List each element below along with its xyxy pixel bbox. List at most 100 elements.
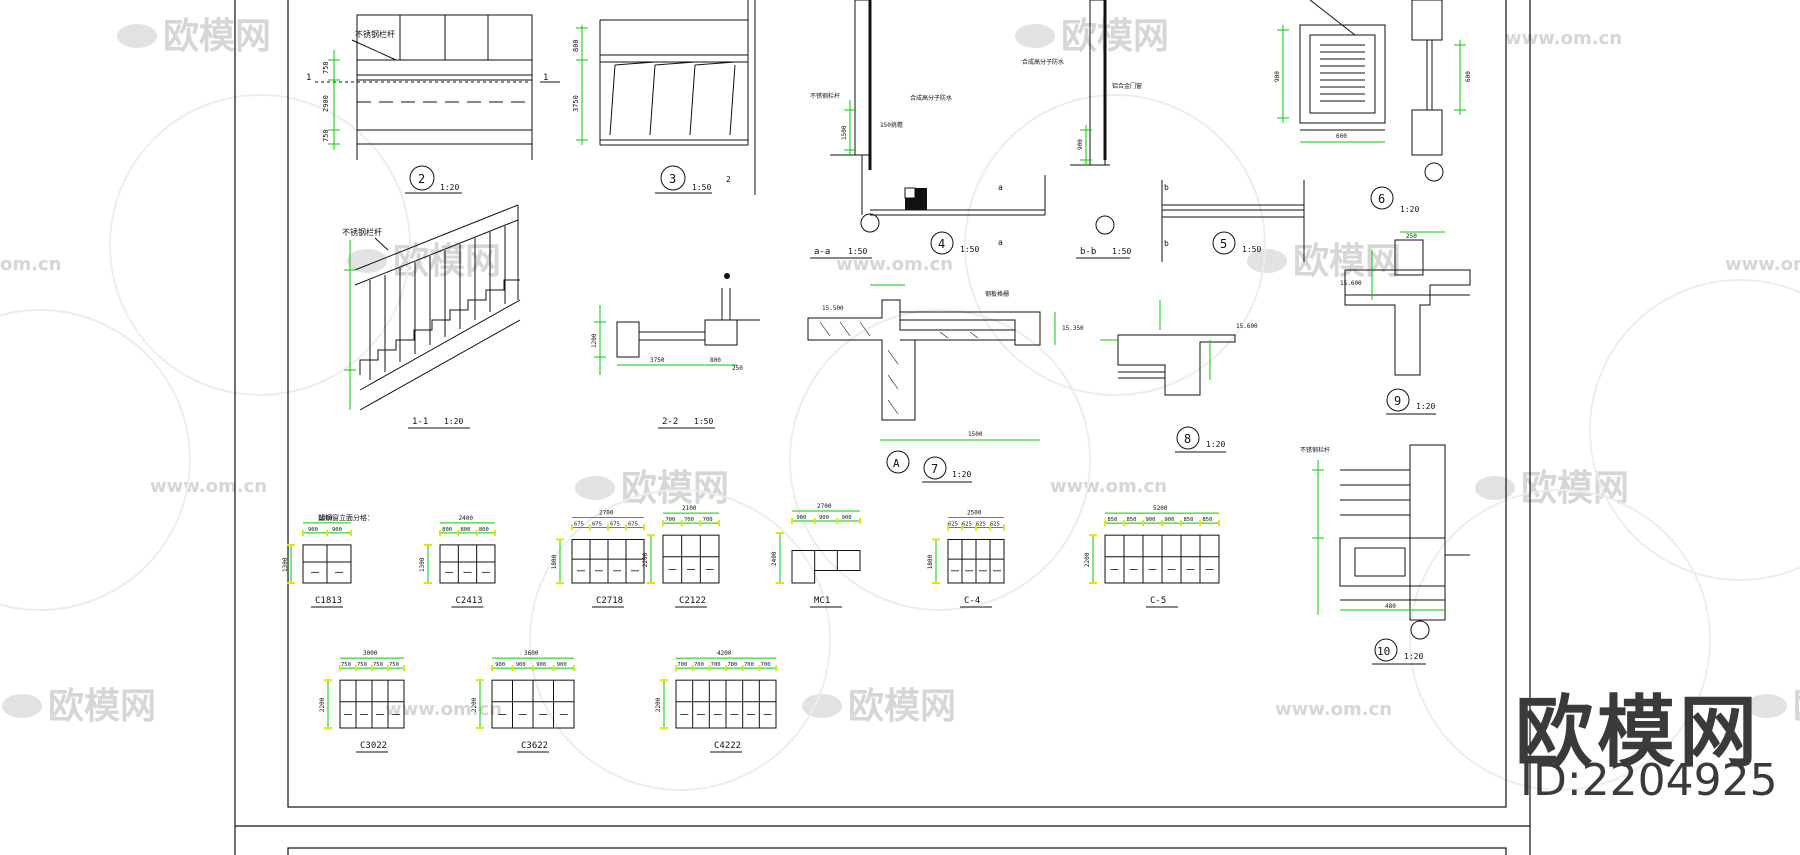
window-total-width: 5200 (1153, 505, 1168, 512)
detail-4-dim: 1500 (841, 125, 848, 140)
window-part-width: 675 (628, 522, 638, 528)
detail-1-1-scale: 1:20 (444, 417, 463, 426)
window-part-width: 900 (1165, 517, 1175, 523)
detail-3-window-elevation: 800 3750 3 1:50 2 (572, 0, 756, 195)
detail-5-scale: 1:50 (1242, 245, 1261, 254)
window-part-width: 900 (819, 515, 829, 521)
detail-8-number: 8 (1184, 432, 1191, 446)
window-part-width: 700 (665, 517, 675, 523)
detail-7-parapet: 15.500 15.350 1500 钢板格栅 A 7 1:20 (807, 284, 1084, 483)
detail-5-note-2: 铝合金门窗 (1112, 82, 1142, 90)
watermark-brand: 欧模网 (1475, 468, 1629, 509)
watermark-url: www.om.cn (1050, 476, 1167, 497)
detail-3-scale: 1:50 (692, 183, 711, 192)
detail-2-2-dim-1: 1200 (591, 333, 598, 348)
window-total-width: 2500 (967, 510, 982, 517)
window-name: C-5 (1150, 596, 1166, 606)
detail-4-section-aa: 合成高分子防水 不锈钢栏杆 150挑檐 1500 a a a-a 1:50 4 … (810, 0, 1046, 259)
detail-9-scale: 1:20 (1416, 402, 1435, 411)
window-part-width: 850 (1184, 517, 1194, 523)
detail-7-dim: 1500 (968, 431, 983, 438)
window-total-width: 2100 (682, 505, 697, 512)
svg-text:欧模网: 欧模网 (163, 16, 271, 57)
detail-2-railing-elevation: 不锈钢栏杆 1 1 750 2900 750 2 1:20 (306, 14, 560, 194)
watermark-arc (0, 309, 191, 611)
detail-2-cut-label-right: 1 (543, 73, 548, 83)
window-total-width: 2700 (599, 510, 614, 517)
watermark-brand: 欧模网 (802, 686, 956, 727)
detail-10-number: 10 (1377, 645, 1390, 658)
window-part-width: 750 (357, 662, 367, 668)
window-part-width: 900 (308, 527, 318, 533)
detail-4-axis-a: a (998, 183, 1003, 192)
svg-text:欧模网: 欧模网 (1293, 241, 1401, 282)
window-height: 2400 (771, 551, 778, 566)
detail-9-dim: 250 (1406, 233, 1417, 240)
detail-10-note: 不锈钢栏杆 (1300, 446, 1330, 454)
watermark-url: om.cn (0, 254, 61, 275)
detail-3-dim-2: 3750 (572, 95, 580, 112)
window-part-width: 625 (990, 522, 1000, 528)
detail-2-dim-2: 2900 (322, 95, 330, 112)
window-schedule-heading: 塑钢窗立面分格： (318, 513, 374, 522)
detail-2-note: 不锈钢栏杆 (355, 29, 395, 39)
detail-3-dim-1: 800 (572, 39, 580, 52)
window-height: 2200 (642, 552, 649, 567)
window-part-width: 900 (516, 662, 526, 668)
detail-6-dim-3: 600 (1465, 71, 1472, 82)
watermark-brand: 欧模网 (347, 241, 501, 282)
window-part-width: 800 (461, 527, 471, 533)
detail-4-note-3: 150挑檐 (880, 121, 903, 129)
window-name: C3622 (521, 741, 548, 751)
detail-4-axis-a2: a (998, 238, 1003, 247)
detail-7-note: 钢板格栅 (985, 290, 1009, 298)
watermark-brand: 欧模网 (117, 16, 271, 57)
detail-4-note-2: 不锈钢栏杆 (810, 92, 840, 100)
window-part-width: 700 (761, 662, 771, 668)
detail-3-side: 2 (726, 175, 731, 184)
detail-5-section: b-b (1080, 247, 1096, 257)
detail-1-1-title: 1-1 (412, 417, 428, 427)
window-part-width: 700 (711, 662, 721, 668)
detail-9-elev: 15.600 (1340, 280, 1362, 287)
watermark-url: www.om.cn (1275, 699, 1392, 720)
window-total-width: 2700 (817, 503, 832, 510)
window-part-width: 750 (389, 662, 399, 668)
window-part-width: 900 (796, 515, 806, 521)
window-total-width: 2400 (459, 515, 474, 522)
window-total-width: 3600 (524, 650, 539, 657)
watermark-brand: 欧模网 (2, 686, 156, 727)
window-part-width: 700 (684, 517, 694, 523)
window-height: 1800 (927, 554, 934, 569)
window-part-width: 850 (1127, 517, 1137, 523)
watermark-url: www.om.cn (150, 476, 267, 497)
svg-text:欧模网: 欧模网 (1521, 468, 1629, 509)
detail-5-dim: 900 (1077, 139, 1084, 150)
detail-2-number: 2 (418, 172, 425, 186)
detail-5-axis-b2: b (1164, 239, 1169, 248)
window-name: C1813 (315, 596, 342, 606)
detail-2-2-scale: 1:50 (694, 417, 713, 426)
window-part-width: 800 (442, 527, 452, 533)
detail-4-scale: 1:50 (960, 245, 979, 254)
detail-5-number: 5 (1220, 237, 1227, 251)
window-part-width: 900 (1146, 517, 1156, 523)
window-height: 1300 (419, 557, 426, 572)
watermark-url: www.om.cn (836, 254, 953, 275)
watermark-url: www.om.cn (385, 699, 502, 720)
window-part-width: 700 (727, 662, 737, 668)
detail-3-number: 3 (669, 172, 676, 186)
window-height: 1300 (282, 557, 289, 572)
detail-10-dim: 480 (1385, 603, 1396, 610)
watermark-id: ID:2204925 (1520, 755, 1778, 806)
detail-1-1-stair-section: 不锈钢栏杆 1-1 1:20 (342, 204, 521, 429)
detail-7-axis: A (893, 457, 900, 470)
window-part-width: 675 (610, 522, 620, 528)
window-height: 2200 (471, 697, 478, 712)
